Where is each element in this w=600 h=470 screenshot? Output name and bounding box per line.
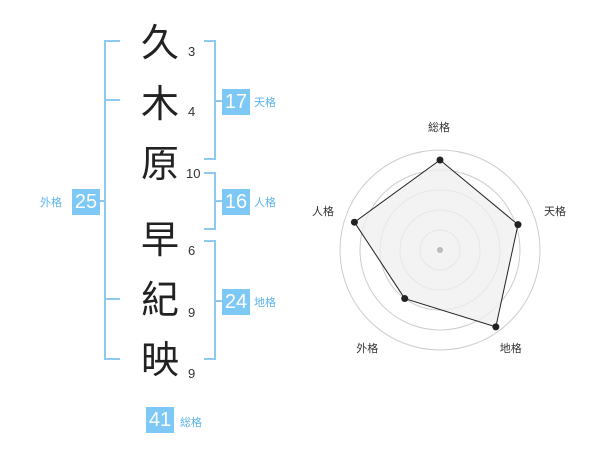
- gaikaku-bracket-tick-2: [104, 99, 120, 101]
- tenkaku-bracket-tick-bottom: [204, 158, 216, 160]
- tenkaku-value-badge: 17: [222, 89, 250, 115]
- gaikaku-bracket-tick-top: [104, 40, 120, 42]
- radar-axis-label: 地格: [499, 341, 522, 355]
- chikaku-bracket-tick-top: [204, 240, 216, 242]
- gaikaku-bracket-tick-5: [104, 298, 120, 300]
- stroke-count-1: 3: [188, 44, 196, 59]
- stroke-count-3: 10: [186, 166, 201, 181]
- radar-point: [436, 156, 444, 164]
- gaikaku-label: 外格: [40, 196, 62, 209]
- chikaku-label: 地格: [254, 296, 276, 309]
- radar-point: [514, 221, 522, 229]
- jinkaku-bracket-tick-top: [204, 172, 216, 174]
- tenkaku-bracket-tick-top: [204, 40, 216, 42]
- chikaku-value-badge: 24: [222, 289, 250, 315]
- radar-axis-label: 天格: [544, 205, 567, 219]
- chikaku-bracket-tick-bottom: [204, 358, 216, 360]
- radar-axis-label: 外格: [356, 341, 379, 355]
- tenkaku-connector: [214, 100, 222, 102]
- radar-axis-label: 総格: [428, 121, 450, 134]
- radar-grid-ring: [339, 149, 541, 351]
- tenkaku-label: 天格: [254, 96, 276, 109]
- chikaku-connector: [214, 300, 222, 302]
- radar-point: [401, 295, 409, 303]
- radar-center-dot: [437, 247, 443, 253]
- name-char-4: 早: [140, 218, 179, 262]
- jinkaku-connector: [214, 200, 222, 202]
- name-char-2: 木: [140, 82, 179, 126]
- radar-point: [492, 323, 500, 331]
- name-char-6: 映: [140, 338, 179, 382]
- soukaku-label: 総格: [180, 416, 202, 429]
- radar-series-polygon: [353, 159, 519, 328]
- soukaku-value-badge: 41: [146, 407, 174, 433]
- jinkaku-bracket-tick-bottom: [204, 228, 216, 230]
- name-char-1: 久: [140, 21, 179, 65]
- gaikaku-connector: [98, 200, 106, 202]
- stroke-count-2: 4: [188, 104, 196, 119]
- jinkaku-value-badge: 16: [222, 189, 250, 215]
- radar-point: [350, 218, 358, 226]
- jinkaku-label: 人格: [254, 196, 276, 209]
- gaikaku-bracket-tick-bottom: [104, 358, 120, 360]
- stroke-count-5: 9: [188, 305, 196, 320]
- gaikaku-value-badge: 25: [72, 189, 100, 215]
- name-char-3: 原: [140, 142, 179, 186]
- radar-axis-label: 人格: [311, 205, 334, 219]
- stroke-count-4: 6: [188, 243, 196, 258]
- name-char-5: 紀: [140, 278, 179, 322]
- stroke-count-6: 9: [188, 366, 196, 381]
